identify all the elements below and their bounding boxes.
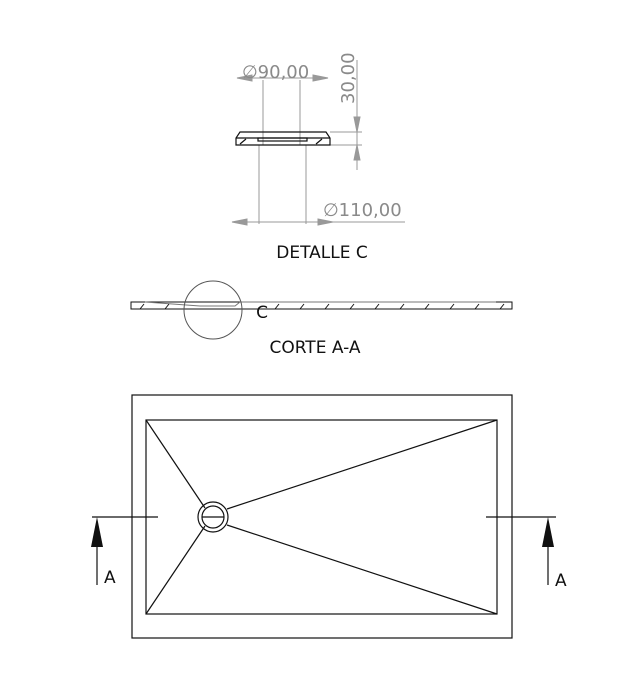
section-label-left: A [104,568,116,588]
dim-outer-diameter: ∅110,00 [323,200,402,221]
section-title: CORTE A-A [269,338,360,358]
detail-c-view [231,60,405,226]
section-arrow-right-icon [542,517,554,547]
detail-c-plate [235,131,331,146]
section-arrow-left-icon [91,517,103,547]
section-a-a-view [130,280,513,340]
detail-marker: C [256,303,268,323]
dim-inner-diameter: ∅90,00 [242,62,309,83]
drain-icon [197,501,229,533]
plan-view [92,394,556,639]
detail-c-title: DETALLE C [276,243,367,263]
section-label-right: A [555,571,567,591]
dim-height: 30,00 [338,52,359,104]
